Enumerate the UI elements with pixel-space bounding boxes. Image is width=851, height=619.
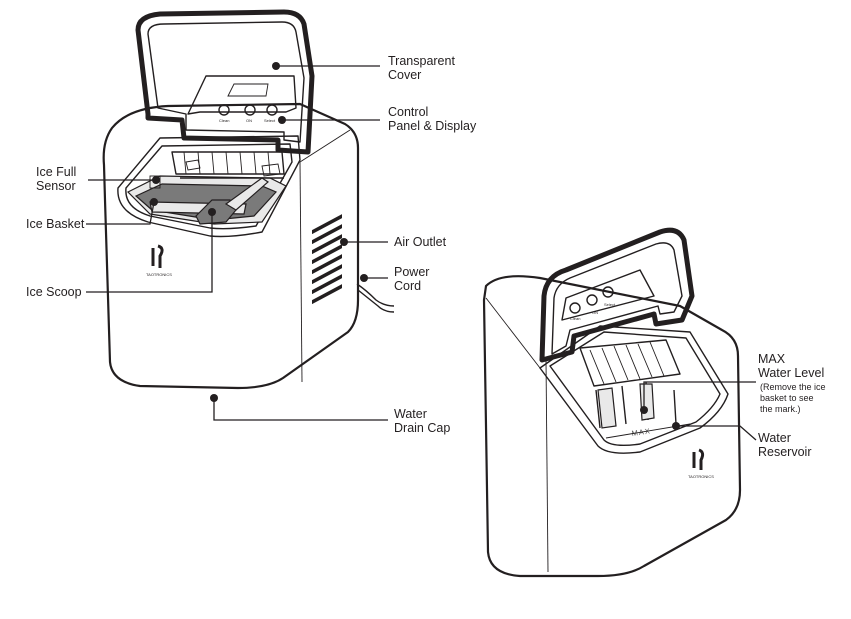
label-control-panel-2: Panel & Display: [388, 119, 477, 133]
label-max-1: MAX: [758, 352, 786, 366]
leaders-left: [86, 62, 388, 421]
label-max-2: Water Level: [758, 366, 824, 380]
label-transparent-cover-2: Cover: [388, 68, 421, 82]
panel-btn-on-r: ON: [592, 310, 598, 315]
air-outlet-vents: [312, 214, 342, 305]
panel-btn-select-r: Select: [604, 302, 616, 307]
power-cord: [356, 283, 395, 307]
label-water-drain-cap-1: Water: [394, 407, 427, 421]
svg-text:TAOTRONICS: TAOTRONICS: [146, 272, 172, 277]
label-transparent-cover-1: Transparent: [388, 54, 455, 68]
brand-logo-right: TAOTRONICS: [688, 448, 714, 479]
panel-btn-on: ON: [246, 118, 252, 123]
lid-right: Clean ON Select: [539, 227, 695, 363]
brand-logo-left: TAOTRONICS: [146, 244, 172, 277]
panel-btn-clean: Clean: [219, 118, 229, 123]
ice-basket-left: [126, 175, 287, 225]
labels-right: MAX Water Level (Remove the ice basket t…: [758, 352, 826, 459]
label-air-outlet: Air Outlet: [394, 235, 447, 249]
label-max-note-2: basket to see: [760, 393, 814, 403]
ice-full-sensor-part: [149, 175, 161, 189]
label-power-cord-1: Power: [394, 265, 429, 279]
lid-left: Clean ON Select: [135, 9, 315, 155]
labels-left: Transparent Cover Control Panel & Displa…: [26, 54, 477, 435]
svg-text:TAOTRONICS: TAOTRONICS: [688, 474, 714, 479]
label-ice-scoop: Ice Scoop: [26, 285, 82, 299]
label-ice-basket: Ice Basket: [26, 217, 85, 231]
ice-maker-right: MAX Clean ON Select TAOTRONICS: [482, 227, 742, 578]
panel-btn-clean-r: Clean: [570, 316, 580, 321]
label-water-reservoir-2: Reservoir: [758, 445, 812, 459]
panel-btn-select: Select: [264, 118, 276, 123]
label-ice-full-sensor-2: Sensor: [36, 179, 76, 193]
ice-scoop-left: [195, 177, 269, 225]
label-power-cord-2: Cord: [394, 279, 421, 293]
label-control-panel-1: Control: [388, 105, 428, 119]
label-max-note-1: (Remove the ice: [760, 382, 826, 392]
ice-tray-left: [171, 151, 285, 179]
label-water-drain-cap-2: Drain Cap: [394, 421, 450, 435]
label-water-reservoir-1: Water: [758, 431, 791, 445]
leaders-right: [640, 381, 757, 441]
label-ice-full-sensor-1: Ice Full: [36, 165, 76, 179]
label-max-note-3: the mark.): [760, 404, 801, 414]
ice-maker-left: Clean ON Select TAOTRONICS: [102, 9, 395, 390]
